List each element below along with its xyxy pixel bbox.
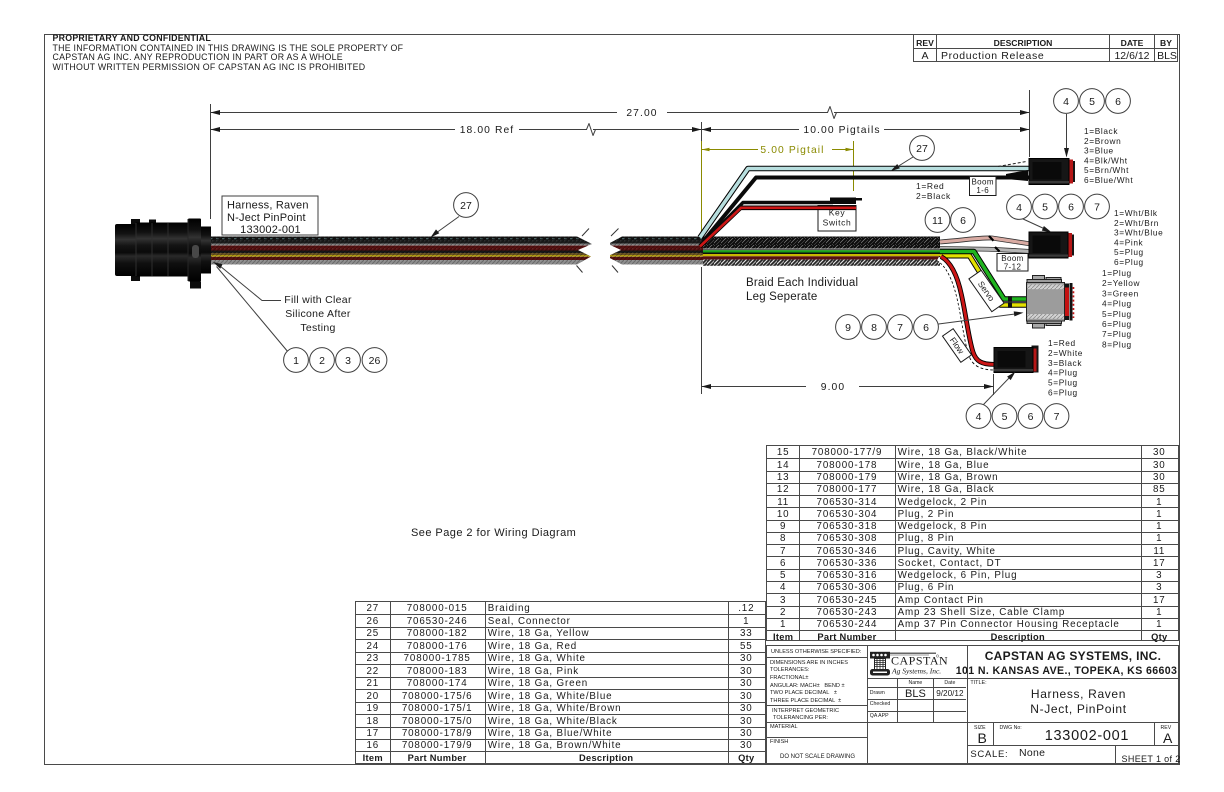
svg-text:27: 27: [460, 200, 472, 212]
svg-text:3: 3: [345, 355, 351, 367]
svg-text:3=Blue: 3=Blue: [1084, 146, 1114, 156]
svg-text:6: 6: [1115, 96, 1121, 108]
svg-text:4=Plug: 4=Plug: [1048, 368, 1078, 378]
svg-text:26: 26: [369, 355, 381, 367]
svg-text:18.00 Ref: 18.00 Ref: [460, 125, 515, 136]
svg-text:Silicone After: Silicone After: [285, 308, 351, 320]
svg-text:6: 6: [960, 215, 966, 227]
svg-text:27.00: 27.00: [626, 108, 657, 119]
svg-text:27: 27: [916, 143, 928, 155]
svg-text:2=White: 2=White: [1048, 348, 1083, 358]
svg-text:Harness, Raven: Harness, Raven: [227, 200, 309, 212]
svg-text:3=Wht/Blue: 3=Wht/Blue: [1114, 228, 1163, 238]
svg-text:2=Brown: 2=Brown: [1084, 136, 1121, 146]
svg-text:4: 4: [1016, 202, 1022, 214]
svg-text:1=Red: 1=Red: [1048, 338, 1076, 348]
svg-text:6=Blue/Wht: 6=Blue/Wht: [1084, 175, 1133, 185]
svg-text:9: 9: [845, 322, 851, 334]
svg-text:6: 6: [923, 322, 929, 334]
svg-text:2=Wht/Brn: 2=Wht/Brn: [1114, 218, 1159, 228]
svg-text:5.00 Pigtail: 5.00 Pigtail: [760, 145, 824, 156]
svg-text:6=Plug: 6=Plug: [1048, 388, 1078, 398]
svg-text:7-12: 7-12: [1004, 263, 1022, 272]
svg-text:4=Blk/Wht: 4=Blk/Wht: [1084, 155, 1128, 165]
svg-text:5=Plug: 5=Plug: [1102, 309, 1132, 319]
svg-text:6: 6: [1028, 411, 1034, 423]
svg-text:2=Black: 2=Black: [916, 191, 951, 201]
svg-text:133002-001: 133002-001: [240, 224, 301, 236]
svg-text:CAPSTAN: CAPSTAN: [891, 654, 948, 668]
svg-text:5=Plug: 5=Plug: [1114, 247, 1144, 257]
svg-text:1=Black: 1=Black: [1084, 126, 1118, 136]
svg-text:3=Green: 3=Green: [1102, 288, 1139, 298]
svg-text:1=Red: 1=Red: [916, 181, 944, 191]
svg-text:5=Brn/Wht: 5=Brn/Wht: [1084, 165, 1129, 175]
svg-text:5: 5: [1042, 201, 1048, 213]
svg-text:Testing: Testing: [300, 322, 335, 334]
svg-text:7=Plug: 7=Plug: [1102, 329, 1132, 339]
svg-text:9.00: 9.00: [821, 382, 845, 393]
svg-text:7: 7: [897, 322, 903, 334]
svg-text:1=Wht/Blk: 1=Wht/Blk: [1114, 208, 1158, 218]
svg-text:Switch: Switch: [823, 218, 852, 228]
svg-text:4: 4: [976, 411, 982, 423]
svg-text:2=Yellow: 2=Yellow: [1102, 278, 1140, 288]
svg-text:4=Plug: 4=Plug: [1102, 299, 1132, 309]
svg-text:10.00 Pigtails: 10.00 Pigtails: [803, 125, 880, 136]
svg-text:6: 6: [1068, 201, 1074, 213]
svg-text:N-Ject PinPoint: N-Ject PinPoint: [227, 212, 306, 224]
svg-text:5: 5: [1002, 411, 1008, 423]
svg-text:8=Plug: 8=Plug: [1102, 339, 1132, 349]
svg-text:6=Plug: 6=Plug: [1102, 319, 1132, 329]
svg-text:4: 4: [1063, 96, 1069, 108]
svg-text:3=Black: 3=Black: [1048, 358, 1082, 368]
svg-text:Ag Systems, Inc.: Ag Systems, Inc.: [891, 667, 941, 676]
svg-text:1: 1: [293, 355, 299, 367]
svg-text:Boom: Boom: [1001, 254, 1024, 263]
svg-text:5: 5: [1089, 96, 1095, 108]
svg-text:7: 7: [1054, 411, 1060, 423]
svg-text:Boom: Boom: [971, 177, 994, 186]
svg-text:1=Plug: 1=Plug: [1102, 268, 1132, 278]
svg-text:7: 7: [1094, 201, 1100, 213]
svg-text:11: 11: [932, 215, 943, 227]
svg-text:Fill with Clear: Fill with Clear: [284, 294, 352, 306]
svg-text:2: 2: [319, 355, 325, 367]
svg-text:Key: Key: [829, 208, 846, 218]
svg-text:4=Pink: 4=Pink: [1114, 237, 1144, 247]
svg-text:1-6: 1-6: [976, 186, 989, 195]
svg-text:5=Plug: 5=Plug: [1048, 378, 1078, 388]
svg-text:6=Plug: 6=Plug: [1114, 257, 1144, 267]
svg-text:8: 8: [871, 322, 877, 334]
